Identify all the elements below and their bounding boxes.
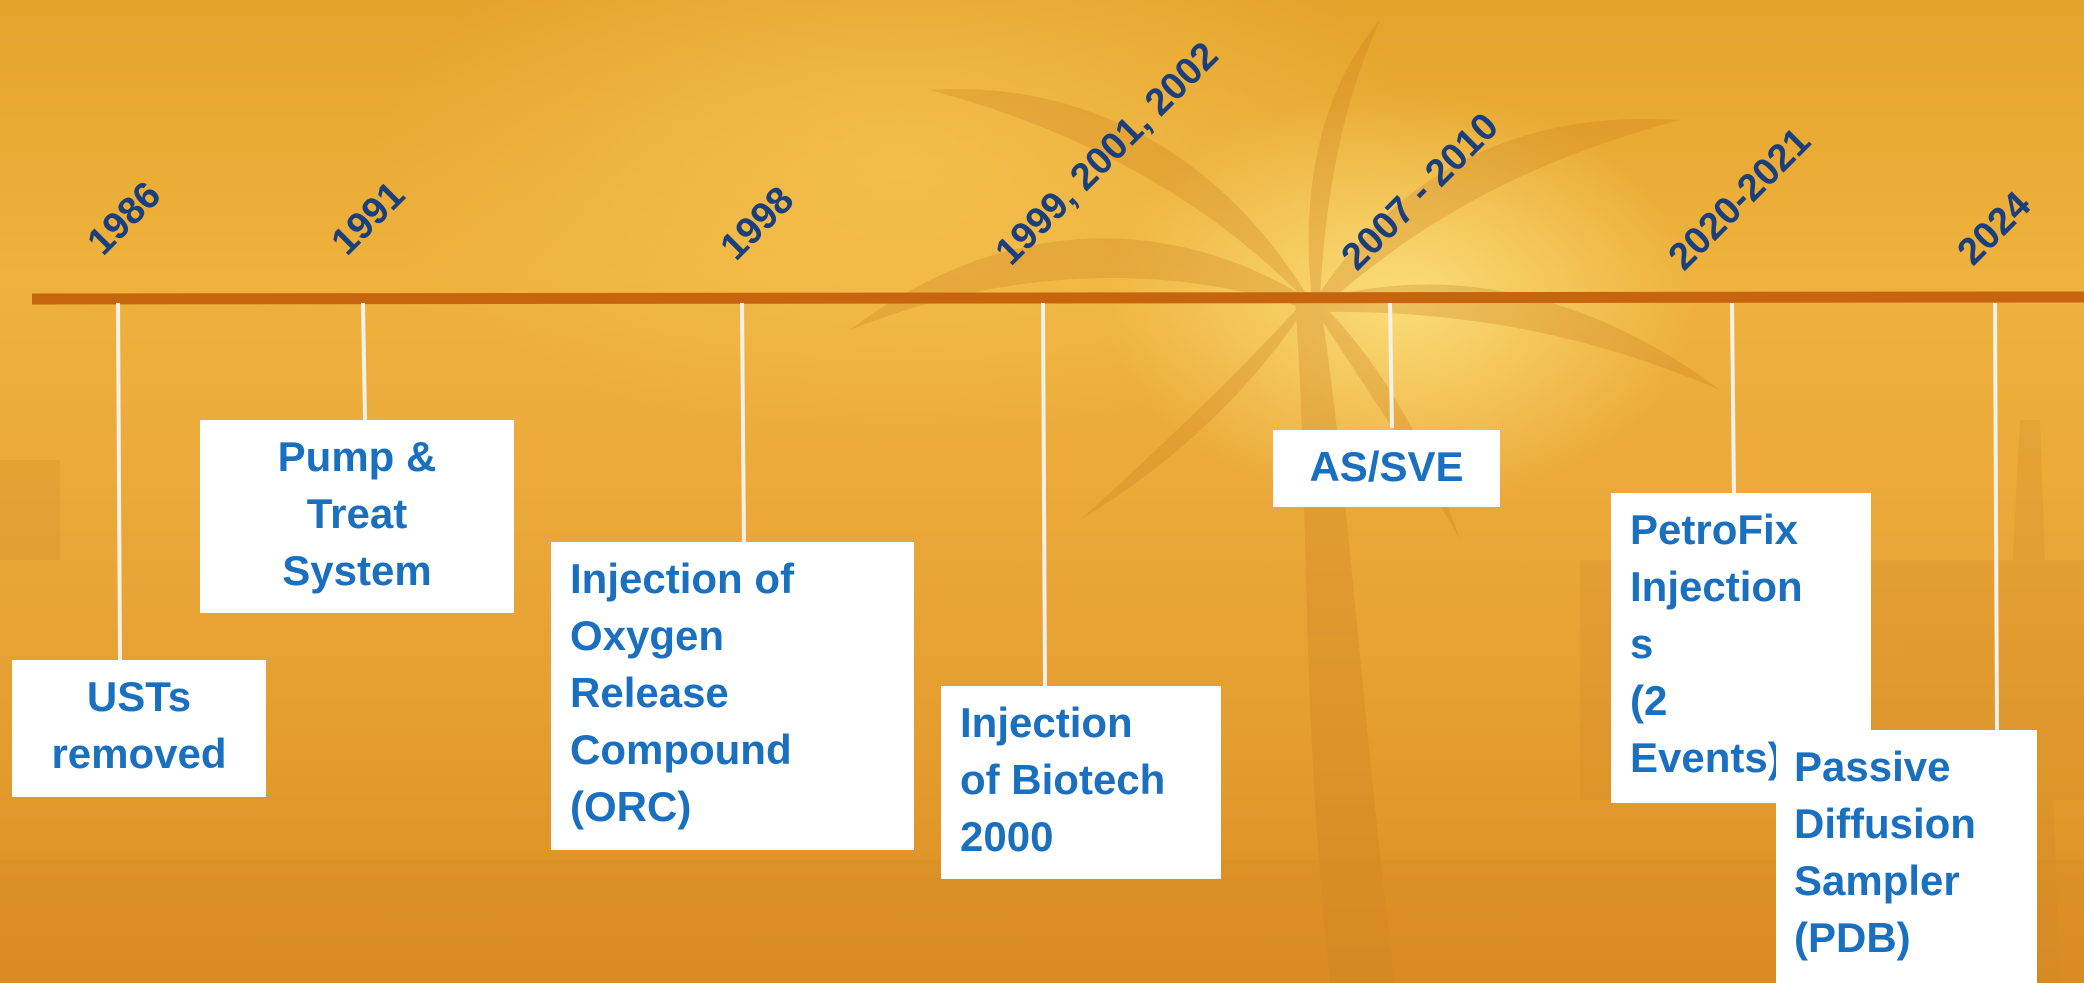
timeline-connector <box>1388 302 1394 429</box>
timeline-event-label: Injection of Biotech 2000 <box>960 699 1166 860</box>
timeline-event-label: Injection of Oxygen Release Compound (OR… <box>570 555 794 830</box>
timeline-event-label: Passive Diffusion Sampler (PDB) <box>1794 743 1976 961</box>
timeline-connector <box>1730 302 1736 498</box>
timeline-event-box: Passive Diffusion Sampler (PDB) <box>1776 730 2037 983</box>
timeline-event-box: Injection of Oxygen Release Compound (OR… <box>551 542 914 850</box>
timeline-connector <box>116 302 122 661</box>
timeline-event-label: USTs removed <box>51 673 227 777</box>
timeline-event-label: AS/SVE <box>1309 443 1464 490</box>
timeline-event-box: AS/SVE <box>1273 430 1500 507</box>
timeline-event-box: Injection of Biotech 2000 <box>941 686 1221 879</box>
timeline-event-box: USTs removed <box>12 660 266 797</box>
timeline-connector <box>740 302 746 546</box>
timeline-event-label: PetroFix Injection s (2 Events) <box>1630 506 1803 781</box>
timeline-event-box: Pump & Treat System <box>200 420 514 613</box>
timeline-axis <box>31 291 2084 305</box>
timeline-connector <box>361 302 367 421</box>
timeline-connector <box>1041 302 1047 689</box>
timeline-event-label: Pump & Treat System <box>277 433 437 594</box>
timeline-connector <box>1993 302 1999 732</box>
